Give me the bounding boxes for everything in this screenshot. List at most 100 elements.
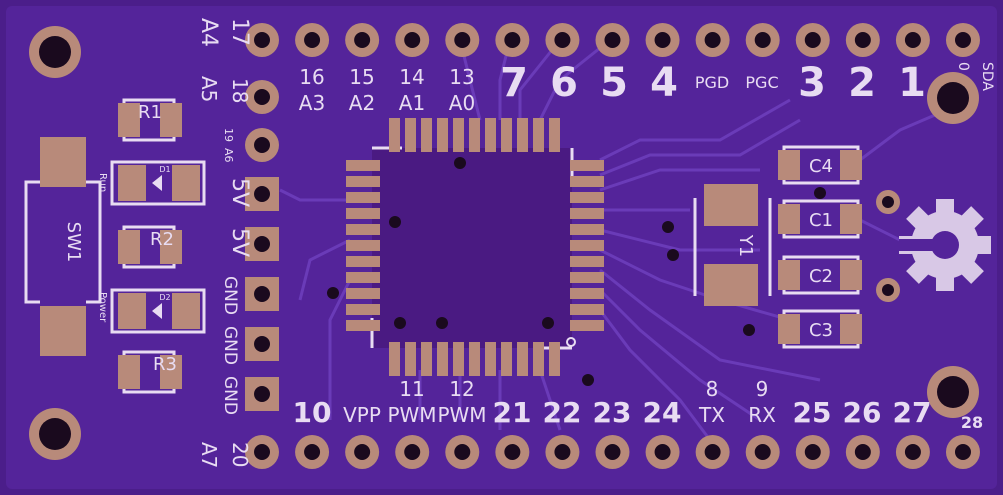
mcu-pad [346, 240, 380, 251]
bottom-label-1: VPP [343, 403, 381, 427]
top-label-sda: SDA [979, 62, 995, 91]
top-label-15: 15 [349, 65, 374, 89]
capacitor-c2: C2 [778, 255, 862, 295]
top-sublabel-a0: A0 [449, 91, 475, 115]
left-label-4: 5V [227, 178, 252, 207]
top-header-pins [245, 23, 980, 57]
r2-label: R2 [150, 229, 174, 250]
left-label-9: 20 [228, 442, 252, 467]
open-hardware-gear-icon [899, 199, 991, 291]
mcu-pad [501, 118, 512, 152]
mcu-pad [570, 208, 604, 219]
mcu-pad [346, 256, 380, 267]
c4-label: C4 [809, 156, 833, 177]
r1-label: R1 [138, 102, 162, 123]
mcu-pad [570, 160, 604, 171]
mcu-pad [549, 118, 560, 152]
bottom-sublabel-8: 8 [706, 377, 719, 401]
mcu-pad [389, 118, 400, 152]
bottom-sublabel-9: 9 [756, 377, 769, 401]
mcu-pad [570, 304, 604, 315]
mcu-pad [570, 224, 604, 235]
resistor-r1: R1 [118, 98, 182, 142]
c2-label: C2 [809, 266, 833, 287]
mcu-pad [346, 288, 380, 299]
left-label-7: GND [220, 326, 240, 365]
bottom-label-11: 26 [843, 396, 882, 429]
bottom-label-2: PWM [387, 403, 436, 427]
top-label-17: 17 [227, 18, 252, 46]
mcu-pad [346, 304, 380, 315]
mcu-pad [437, 342, 448, 376]
capacitor-c3: C3 [778, 309, 862, 349]
mcu-pad [346, 272, 380, 283]
mcu-pad [570, 320, 604, 331]
top-sublabel-a1: A1 [399, 91, 425, 115]
mcu-pad [570, 192, 604, 203]
mcu-pad [453, 118, 464, 152]
mcu-pad [421, 118, 432, 152]
bottom-label-5: 22 [543, 396, 582, 429]
top-label-16: 16 [299, 65, 324, 89]
mcu-pad [517, 118, 528, 152]
run-label: Run [97, 173, 108, 192]
bottom-label-10: 25 [793, 396, 832, 429]
top-label-pgd: PGD [695, 73, 729, 92]
left-label-1: A5 [197, 76, 221, 102]
capacitor-c1: C1 [778, 199, 862, 239]
bottom-label-8: TX [698, 403, 725, 427]
left-label-6: GND [220, 276, 240, 315]
mcu-pad [570, 272, 604, 283]
left-label-2: 19 [222, 128, 235, 142]
mcu-pad [346, 160, 380, 171]
y1-label: Y1 [735, 234, 756, 257]
mcu-pad [405, 118, 416, 152]
bottom-label-7: 24 [643, 396, 682, 429]
mcu-pad [485, 118, 496, 152]
mcu-pad [485, 342, 496, 376]
bottom-label-0: 10 [293, 396, 332, 429]
mcu-pad [570, 240, 604, 251]
d2-label: D2 [159, 293, 170, 302]
capacitor-c4: C4 [778, 145, 862, 185]
top-label-4: 4 [650, 60, 678, 106]
top-label-1: 1 [898, 60, 926, 106]
mcu-pad [453, 342, 464, 376]
crystal-y1: Y1 [693, 184, 772, 306]
mcu-pad [469, 118, 480, 152]
mcu-chip [346, 118, 604, 376]
top-label-14: 14 [399, 65, 424, 89]
power-label: Power [97, 292, 108, 323]
mcu-pad [346, 320, 380, 331]
mcu-pad [437, 118, 448, 152]
bottom-label-6: 23 [593, 396, 632, 429]
r3-label: R3 [153, 354, 177, 375]
c3-label: C3 [809, 320, 833, 341]
resistor-r3: R3 [118, 350, 182, 394]
left-label-3: A6 [222, 148, 235, 163]
mcu-pad [346, 176, 380, 187]
top-label-0: 0 [955, 62, 971, 71]
mcu-pad [501, 342, 512, 376]
left-header-pins [245, 80, 279, 411]
mcu-pad [570, 176, 604, 187]
mcu-pad [346, 208, 380, 219]
bottom-label-4: 21 [493, 396, 532, 429]
led-d2: D2 [110, 288, 206, 334]
top-label-2: 2 [848, 60, 876, 106]
mcu-pad [469, 342, 480, 376]
resistor-r2: R2 [118, 225, 182, 269]
mcu-pad [517, 342, 528, 376]
bottom-header-pins [245, 435, 980, 469]
top-label-7: 7 [500, 60, 528, 106]
led-d1: D1 [110, 160, 206, 206]
mcu-pad [549, 342, 560, 376]
top-sublabel-a2: A2 [349, 91, 375, 115]
top-label-5: 5 [600, 60, 628, 106]
left-label-8: GND [220, 376, 240, 415]
bottom-label-3: PWM [437, 403, 486, 427]
mcu-pad [389, 342, 400, 376]
top-label-13: 13 [449, 65, 474, 89]
